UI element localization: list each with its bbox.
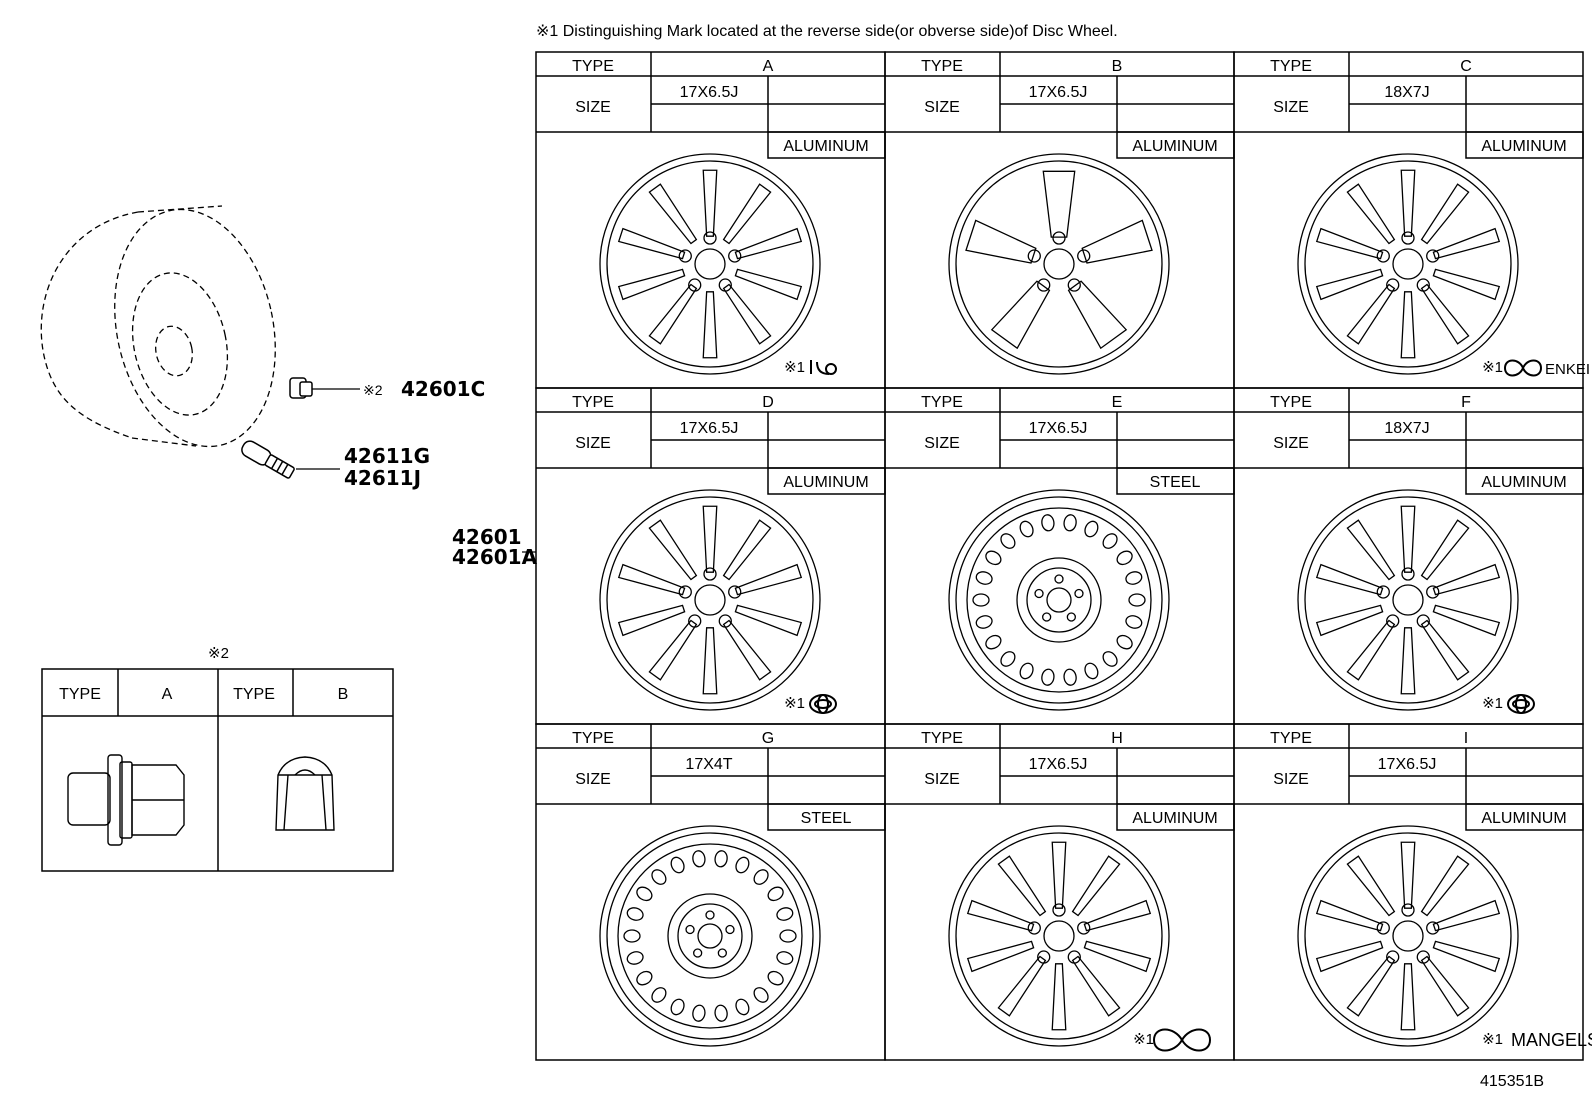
wheel-i-icon — [1297, 825, 1519, 1047]
enkei-logo — [1504, 359, 1543, 377]
size-label: SIZE — [924, 435, 960, 452]
wheel-c-icon — [1297, 153, 1519, 375]
nut-type-a: A — [162, 686, 173, 703]
type-label: TYPE — [921, 394, 963, 411]
size-label: SIZE — [1273, 435, 1309, 452]
type-value: D — [762, 394, 774, 411]
size-value: 17X6.5J — [680, 84, 739, 101]
type-label: TYPE — [921, 58, 963, 75]
wheel-cell-c: TYPE C SIZE 18X7J ALUMINUM ※1 ENKEI — [1233, 51, 1590, 389]
wheel-cell-f: TYPE F SIZE 18X7J ALUMINUM ※1 — [1233, 387, 1584, 725]
mark-ref: ※1 — [784, 695, 805, 712]
ring-logo — [810, 360, 837, 375]
material-label: ALUMINUM — [1132, 810, 1217, 827]
size-label: SIZE — [1273, 99, 1309, 116]
wheel-cell-e: TYPE E SIZE 17X6.5J STEEL — [884, 387, 1235, 725]
type-label: TYPE — [1270, 58, 1312, 75]
material-label: STEEL — [801, 810, 852, 827]
material-label: ALUMINUM — [783, 474, 868, 491]
material-label: STEEL — [1150, 474, 1201, 491]
nut-type-label-b: TYPE — [233, 686, 275, 703]
mark-ref: ※1 — [784, 359, 805, 376]
size-value: 18X7J — [1384, 420, 1429, 437]
wheel-d-icon — [599, 489, 821, 711]
wheel-cell-h: TYPE H SIZE 17X6.5J ALUMINUM ※1 — [884, 723, 1235, 1061]
mark-text: MANGELS — [1511, 1030, 1592, 1050]
type-value: C — [1460, 58, 1472, 75]
wheel-h-icon — [948, 825, 1170, 1047]
size-label: SIZE — [575, 435, 611, 452]
wheel-a-icon — [599, 153, 821, 375]
distinguishing-mark-note: ※1 Distinguishing Mark located at the re… — [536, 23, 1118, 40]
nut-a-icon — [67, 754, 185, 846]
size-value: 17X6.5J — [1029, 756, 1088, 773]
wheel-part-number: 42601 — [452, 525, 522, 549]
wheel-cell-g: TYPE G SIZE 17X4T STEEL — [535, 723, 886, 1061]
type-value: B — [1112, 58, 1123, 75]
infinity-logo — [1153, 1028, 1212, 1052]
lug-nut-part-number: 42601C — [401, 377, 485, 401]
size-value: 17X4T — [685, 756, 732, 773]
lug-nut-icon — [289, 377, 313, 399]
size-label: SIZE — [924, 99, 960, 116]
wheel-part-number-a: 42601A — [452, 545, 538, 569]
type-value: A — [763, 58, 774, 75]
material-label: ALUMINUM — [1481, 474, 1566, 491]
valve-part-j: 42611J — [344, 466, 421, 490]
type-label: TYPE — [572, 730, 614, 747]
type-label: TYPE — [1270, 730, 1312, 747]
type-value: F — [1461, 394, 1471, 411]
size-value: 18X7J — [1384, 84, 1429, 101]
wheel-g-icon — [599, 825, 821, 1047]
size-value: 17X6.5J — [1378, 756, 1437, 773]
mark-ref: ※1 — [1482, 1031, 1503, 1048]
valve-stem-icon — [241, 440, 295, 479]
wheel-cell-b: TYPE B SIZE 17X6.5J ALUMINUM — [884, 51, 1235, 389]
material-label: ALUMINUM — [1132, 138, 1217, 155]
mark-ref: ※1 — [1482, 695, 1503, 712]
size-label: SIZE — [924, 771, 960, 788]
size-value: 17X6.5J — [1029, 84, 1088, 101]
type-value: I — [1464, 730, 1468, 747]
type-value: E — [1112, 394, 1123, 411]
nut-b-icon — [275, 756, 335, 831]
triple-ring-logo — [809, 694, 837, 714]
wheel-f-icon — [1297, 489, 1519, 711]
wheel-e-icon — [948, 489, 1170, 711]
size-value: 17X6.5J — [680, 420, 739, 437]
mark-text: ENKEI — [1545, 361, 1590, 378]
type-value: H — [1111, 730, 1123, 747]
material-label: ALUMINUM — [1481, 138, 1566, 155]
triple-ring-logo — [1507, 694, 1535, 714]
tire-illustration — [40, 205, 276, 448]
valve-part-g: 42611G — [344, 444, 430, 468]
type-label: TYPE — [572, 394, 614, 411]
wheel-cell-i: TYPE I SIZE 17X6.5J ALUMINUM ※1 MANGELS — [1233, 723, 1592, 1061]
nut-type-b: B — [338, 686, 349, 703]
nut-table — [41, 668, 394, 872]
size-label: SIZE — [575, 771, 611, 788]
size-label: SIZE — [575, 99, 611, 116]
mark-ref: ※1 — [1482, 359, 1503, 376]
wheel-cell-a: TYPE A SIZE 17X6.5J ALUMINUM ※1 — [535, 51, 886, 389]
type-label: TYPE — [1270, 394, 1312, 411]
mark-ref: ※1 — [1133, 1031, 1154, 1048]
type-label: TYPE — [572, 58, 614, 75]
type-label: TYPE — [921, 730, 963, 747]
material-label: ALUMINUM — [783, 138, 868, 155]
diagram-id: 415351B — [1480, 1073, 1544, 1090]
material-label: ALUMINUM — [1481, 810, 1566, 827]
nut-type-label-a: TYPE — [59, 686, 101, 703]
wheel-cell-d: TYPE D SIZE 17X6.5J ALUMINUM ※1 — [535, 387, 886, 725]
wheel-b-icon — [948, 153, 1170, 375]
lug-nut-ref: ※2 — [363, 382, 383, 398]
nut-table-ref: ※2 — [208, 645, 229, 662]
size-label: SIZE — [1273, 771, 1309, 788]
type-value: G — [762, 730, 774, 747]
size-value: 17X6.5J — [1029, 420, 1088, 437]
